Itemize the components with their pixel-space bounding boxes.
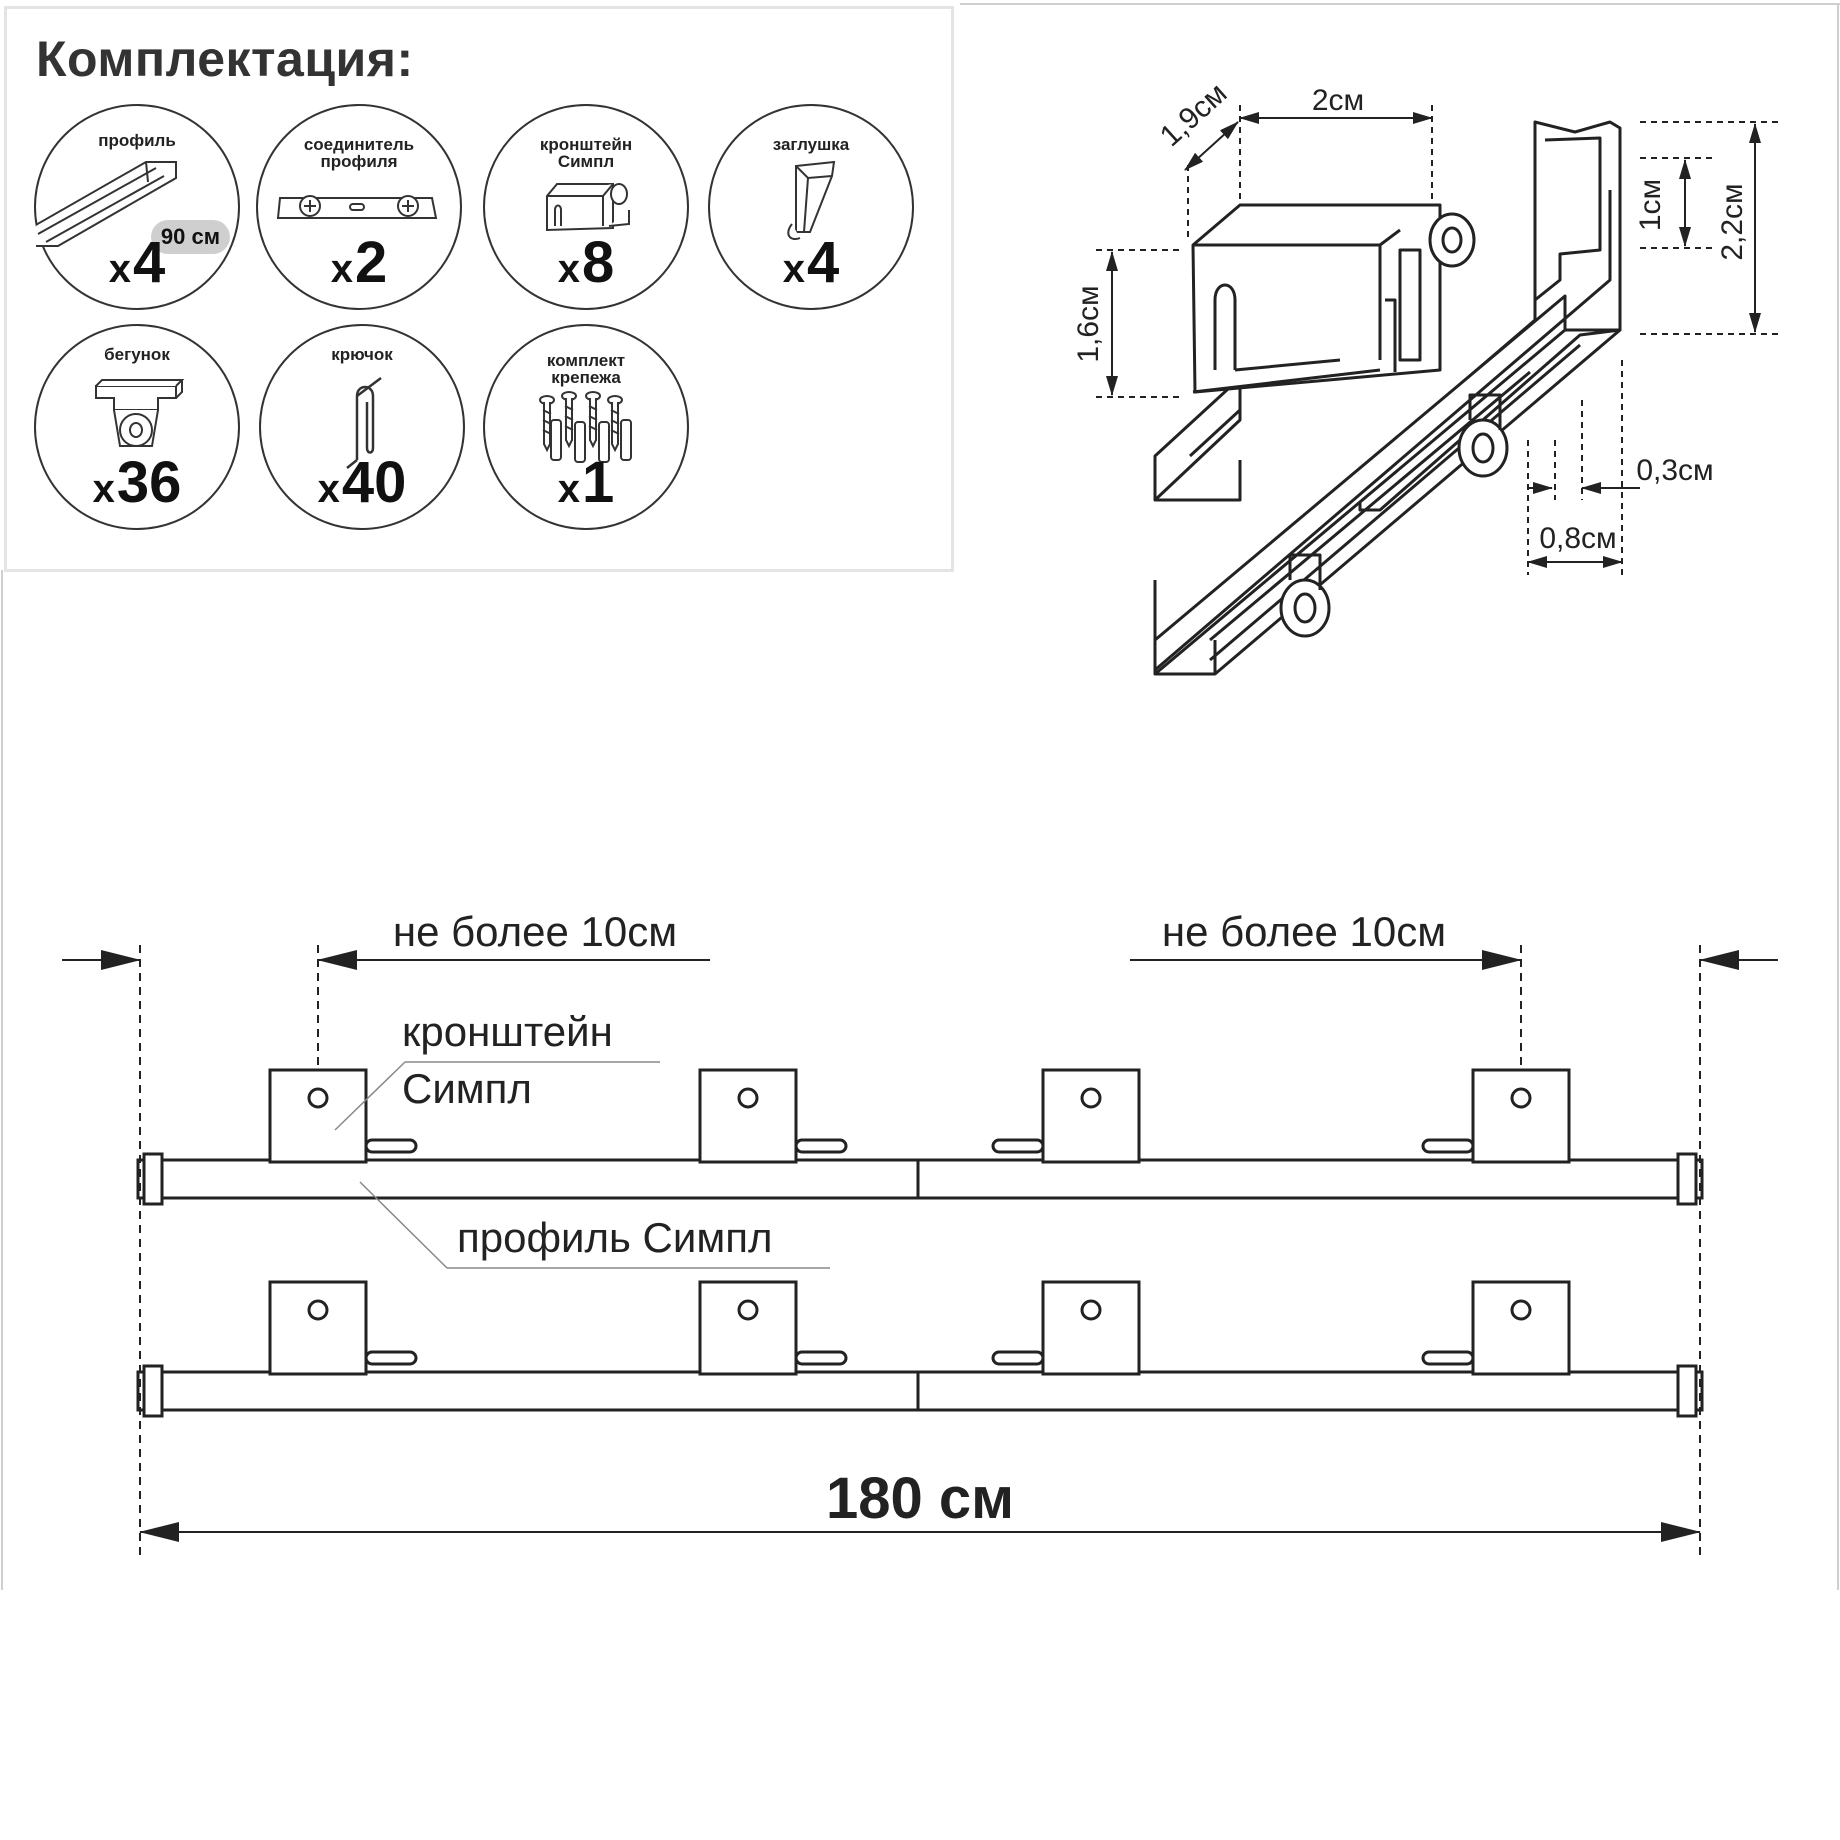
dim-bracket-height: 1,6см — [1072, 285, 1105, 362]
rail-row-1 — [136, 1068, 1704, 1206]
rail-row-2 — [136, 1280, 1704, 1418]
bracket-1-4 — [1421, 1068, 1571, 1164]
kit-item-qty: x4 — [782, 230, 840, 295]
dim-profile-height: 2,2см — [1716, 183, 1749, 260]
kit-item-profile: профиль 90 см x4 — [34, 104, 240, 310]
kit-item-bracket: кронштейн Симпл x8 — [483, 104, 689, 310]
end-cap-icon — [787, 160, 836, 240]
kit-item-qty: x2 — [330, 230, 388, 295]
kit-item-qty: x36 — [92, 450, 182, 515]
bracket-2-1 — [268, 1280, 418, 1376]
kit-item-qty: x4 — [108, 230, 166, 295]
dim-bracket-width: 2см — [1312, 84, 1364, 117]
bracket-1-2 — [698, 1068, 848, 1164]
screws-dowels-icon — [539, 391, 632, 463]
kit-title: Комплектация: — [36, 31, 414, 87]
kit-item-qty: x8 — [557, 230, 615, 295]
kit-item-runner: бегунок x36 — [34, 324, 240, 530]
kit-item-label: бегунок — [104, 345, 170, 364]
kit-item-qty: x1 — [557, 450, 615, 515]
kit-item-label-1: соединитель — [303, 135, 415, 154]
kit-item-label-1: кронштейн — [539, 135, 633, 154]
kit-item-label: заглушка — [772, 135, 850, 154]
kit-item-label-2: крепежа — [551, 368, 621, 387]
bracket-2-4 — [1421, 1280, 1571, 1376]
kit-item-connector: соединитель профиля x2 — [256, 104, 462, 310]
bracket-2-2 — [698, 1280, 848, 1376]
edge-note-left: не более 10см — [393, 908, 677, 955]
bracket-2-3 — [991, 1280, 1141, 1376]
dim-depth: 1,9см — [1154, 77, 1234, 153]
bracket-1-3 — [991, 1068, 1141, 1164]
bracket-label-line2: Симпл — [402, 1065, 532, 1112]
hook-icon — [346, 377, 382, 469]
edge-note-right: не более 10см — [1162, 908, 1446, 955]
total-length: 180 см — [826, 1466, 1014, 1531]
kit-item-label-2: профиля — [320, 152, 398, 171]
dim-gap: 0,3см — [1636, 454, 1713, 487]
kit-item-label-1: комплект — [546, 351, 626, 370]
kit-item-label-2: Симпл — [557, 152, 615, 171]
bracket-icon — [546, 183, 630, 232]
kit-item-label: крючок — [331, 345, 393, 364]
dim-slot-width: 0,8см — [1539, 522, 1616, 555]
cross-section-dimensions — [1096, 105, 1780, 575]
runner-icon — [95, 379, 185, 447]
bracket-label-line1: кронштейн — [402, 1008, 613, 1055]
dim-slot-height: 1см — [1634, 179, 1667, 231]
profile-rail-icon — [36, 161, 177, 247]
kit-item-qty: x40 — [317, 450, 407, 515]
kit-item-fasteners: комплект крепежа x1 — [483, 324, 689, 530]
kit-item-cap: заглушка x4 — [708, 104, 914, 310]
plan-dimensions — [62, 945, 1778, 1555]
kit-item-hook: крючок x40 — [259, 324, 465, 530]
layout-plan — [136, 1068, 1704, 1418]
profile-cross-section — [1153, 120, 1622, 676]
length-badge: 90 см — [150, 220, 230, 254]
profile-label: профиль Симпл — [457, 1214, 772, 1261]
profile-connector-icon — [276, 195, 438, 219]
kit-item-label: профиль — [98, 131, 176, 150]
bracket-1-1 — [268, 1068, 418, 1164]
